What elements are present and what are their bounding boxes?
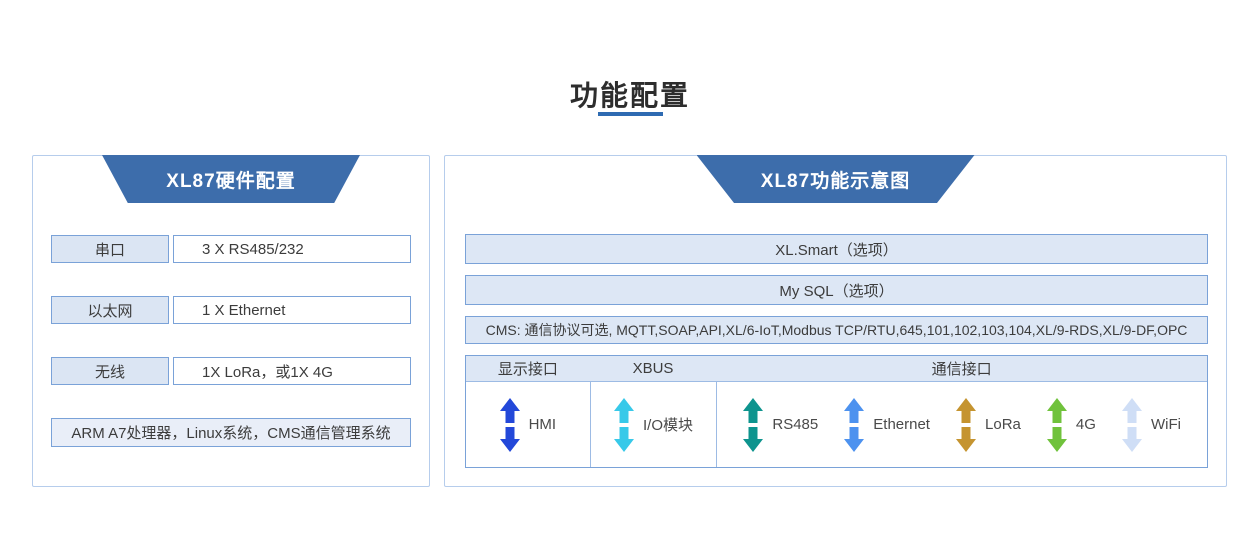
xlsmart-option-bar: XL.Smart（选项） — [465, 234, 1208, 264]
hmi-double-arrow-icon — [499, 397, 520, 452]
hardware-panel-header: XL87硬件配置 — [102, 155, 360, 203]
lora-double-arrow-icon — [956, 397, 977, 452]
page-title: 功能配置 — [569, 80, 690, 111]
ethernet-double-arrow-icon — [844, 397, 865, 452]
hardware-row-value: 1X LoRa，或1X 4G — [173, 357, 411, 385]
hmi-interface-item: HMI — [499, 397, 557, 452]
interface-label: I/O模块 — [642, 417, 693, 434]
title-underline — [598, 112, 663, 116]
display-interface-cell: HMI — [466, 382, 590, 467]
comm-interface-cell: RS485 Ethernet — [716, 382, 1207, 467]
xbus-cell: I/O模块 — [589, 382, 717, 467]
interface-label: 4G — [1075, 416, 1096, 433]
interface-label: RS485 — [772, 416, 819, 433]
interface-table: 显示接口 XBUS 通信接口 HMI — [465, 355, 1208, 468]
interface-label: WiFi — [1150, 416, 1181, 433]
cms-protocol-bar: CMS: 通信协议可选, MQTT,SOAP,API,XL/6-IoT,Modb… — [465, 316, 1208, 344]
lora-interface-item: LoRa — [956, 397, 1021, 452]
hardware-system-summary: ARM A7处理器，Linux系统，CMS通信管理系统 — [51, 418, 411, 447]
io-module-double-arrow-icon — [613, 397, 634, 452]
fourg-double-arrow-icon — [1046, 397, 1067, 452]
io-module-interface-item: I/O模块 — [613, 397, 693, 452]
interface-label: LoRa — [985, 416, 1021, 433]
hardware-row-value: 1 X Ethernet — [173, 296, 411, 324]
hardware-row-label: 以太网 — [51, 296, 169, 324]
column-header-xbus: XBUS — [632, 360, 674, 377]
wifi-double-arrow-icon — [1121, 397, 1142, 452]
ethernet-interface-item: Ethernet — [844, 397, 930, 452]
function-panel-header: XL87功能示意图 — [696, 155, 975, 203]
hardware-row-ethernet: 以太网 1 X Ethernet — [51, 296, 411, 324]
interface-table-body: HMI I/O模块 — [466, 382, 1207, 467]
interface-table-header: 显示接口 XBUS 通信接口 — [466, 356, 1207, 382]
interface-label: HMI — [528, 416, 557, 433]
column-header-comm-interface: 通信接口 — [931, 361, 992, 378]
hardware-row-value: 3 X RS485/232 — [173, 235, 411, 263]
hardware-row-label: 无线 — [51, 357, 169, 385]
mysql-option-bar: My SQL（选项） — [465, 275, 1208, 305]
wifi-interface-item: WiFi — [1121, 397, 1181, 452]
function-diagram-panel: XL87功能示意图 XL.Smart（选项） My SQL（选项） CMS: 通… — [444, 155, 1227, 487]
hardware-row-serial: 串口 3 X RS485/232 — [51, 235, 411, 263]
hardware-config-panel: XL87硬件配置 串口 3 X RS485/232 以太网 1 X Ethern… — [32, 155, 430, 487]
hardware-row-label: 串口 — [51, 235, 169, 263]
fourg-interface-item: 4G — [1046, 397, 1096, 452]
hardware-row-wireless: 无线 1X LoRa，或1X 4G — [51, 357, 411, 385]
column-header-display-interface: 显示接口 — [497, 361, 558, 378]
rs485-interface-item: RS485 — [743, 397, 819, 452]
rs485-double-arrow-icon — [743, 397, 764, 452]
interface-label: Ethernet — [873, 416, 930, 433]
